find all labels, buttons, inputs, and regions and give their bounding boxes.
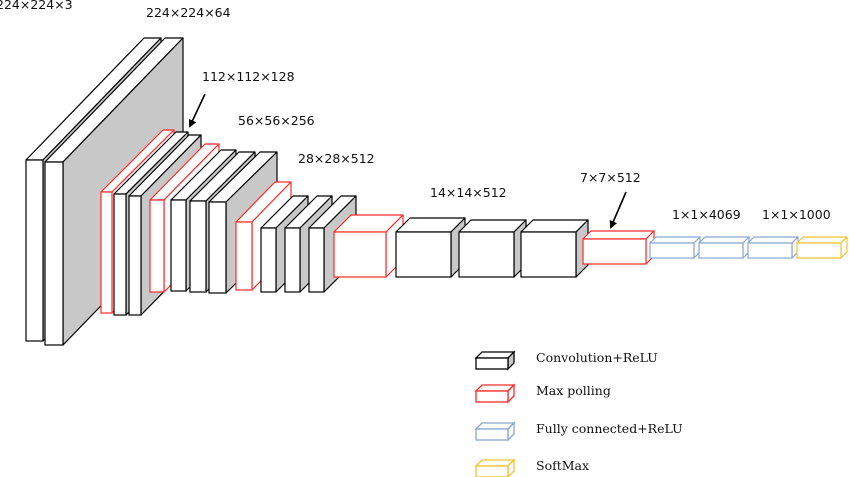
block-softmax-top (796, 236, 848, 244)
block-pool-3-front (235, 221, 253, 291)
block-conv5-a-front (395, 231, 452, 278)
block-conv3-a-front (170, 199, 187, 292)
legend-label-fc: Fully connected+ReLU (536, 421, 683, 436)
block-conv5-b-front (458, 231, 515, 278)
block-pool-4-front (333, 231, 387, 278)
dim-label-7x7x512: 7×7×512 (580, 170, 641, 185)
block-input-b-front (44, 161, 64, 346)
dim-label-112x112x128: 112×112×128 (202, 69, 295, 84)
block-pool-5 (582, 230, 655, 265)
legend-swatch-softmax (474, 458, 516, 477)
block-pool-4 (333, 214, 404, 278)
block-fc-3 (747, 236, 799, 259)
block-conv2-a-front (113, 193, 127, 316)
block-pool-2-front (149, 199, 165, 293)
block-conv5-c (520, 219, 589, 278)
dim-label-56x56x256: 56×56×256 (238, 113, 315, 128)
block-input-a-front (25, 159, 44, 342)
legend-swatch-fc (474, 421, 516, 442)
block-conv4-b-front (284, 227, 301, 293)
legend-label-pool: Max polling (536, 383, 611, 398)
block-conv2-b-front (128, 195, 142, 316)
arrow-7x7-pointer (609, 191, 627, 229)
dim-label-14x14x512: 14×14×512 (430, 185, 507, 200)
block-fc-1 (649, 236, 701, 259)
legend-label-softmax: SoftMax (536, 458, 590, 473)
dim-label-224x224x3: 224×224×3 (0, 0, 73, 12)
block-conv3-b-front (189, 200, 207, 293)
legend-label-conv: Convolution+ReLU (536, 350, 658, 365)
block-fc-2 (698, 236, 750, 259)
arrow-112-pointer (188, 93, 206, 128)
block-fc-2-top (698, 236, 750, 244)
block-conv5-c-front (520, 231, 577, 278)
dim-label-1x1x4069: 1×1×4069 (672, 207, 741, 222)
block-fc-1-top (649, 236, 701, 244)
block-softmax-front (796, 242, 842, 259)
block-fc-2-front (698, 242, 744, 259)
dim-label-224x224x64: 224×224×64 (146, 5, 231, 20)
legend-swatch-conv (474, 350, 516, 371)
block-softmax (796, 236, 848, 259)
block-fc-3-front (747, 242, 793, 259)
dim-label-28x28x512: 28×28×512 (298, 151, 375, 166)
block-conv3-c-front (208, 201, 227, 294)
block-pool-5-top (582, 230, 655, 240)
dim-label-1x1x1000: 1×1×1000 (762, 207, 831, 222)
block-conv5-a (395, 217, 466, 278)
block-conv5-b (458, 219, 527, 278)
block-pool-5-front (582, 238, 647, 265)
block-conv4-c-front (308, 227, 325, 293)
block-fc-3-top (747, 236, 799, 244)
legend-swatch-pool (474, 383, 516, 404)
block-fc-1-front (649, 242, 695, 259)
block-pool-1-front (100, 191, 113, 314)
block-conv4-a-front (260, 227, 277, 293)
